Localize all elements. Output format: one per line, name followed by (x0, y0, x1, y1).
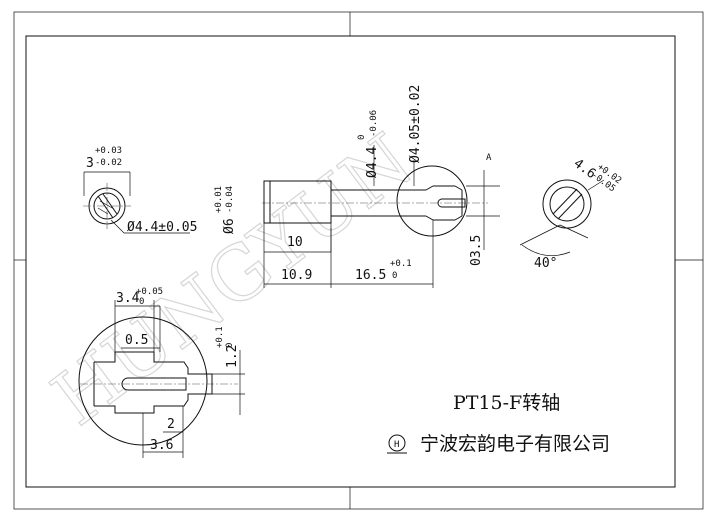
dim-44-neg-lower: -0.06 (369, 110, 379, 137)
logo-letter: H (394, 440, 399, 450)
dim-angle-40: 40° (534, 256, 557, 271)
datum-a: A (486, 153, 492, 163)
shaft-side-view (262, 145, 500, 288)
dim-35: 03.5 (469, 235, 484, 266)
company-name: 宁波宏韵电子有限公司 (420, 433, 610, 455)
det-34-lower: 0 (139, 297, 144, 307)
dim-len-165-upper: +0.1 (390, 259, 412, 269)
dim-len-10: 10 (287, 235, 303, 250)
dim-6-lower: -0.04 (225, 186, 235, 213)
part-title: PT15-F转轴 (453, 392, 560, 414)
dim-6-upper: +0.01 (214, 186, 224, 213)
det-36: 3.6 (150, 438, 173, 453)
detail-view (78, 300, 245, 458)
dim-3-upper: +0.03 (95, 146, 122, 156)
det-34-upper: +0.05 (136, 287, 163, 297)
dim-len-165-lower: 0 (392, 271, 397, 281)
dim-44-neg-base: Ø4.4 (365, 147, 380, 178)
dim-3-lower: -0.02 (95, 158, 122, 168)
det-12-upper: +0.1 (215, 326, 225, 348)
det-12-base: 1.2 (225, 345, 240, 368)
company-logo: H (387, 434, 407, 454)
dim-3-base: 3 (86, 156, 94, 171)
det-34-base: 3.4 (116, 291, 140, 306)
dim-6-base: Ø6 (222, 218, 237, 234)
det-12-lower: 0 (225, 343, 235, 348)
det-05: 0.5 (125, 333, 148, 348)
det-2: 2 (167, 417, 175, 432)
dim-len-109: 10.9 (281, 268, 312, 283)
drawing-frame (13, 11, 704, 510)
dim-44-tol: Ø4.4±0.05 (127, 220, 197, 235)
dim-44-neg-upper: 0 (357, 135, 367, 140)
dim-len-165-base: 16.5 (355, 268, 386, 283)
dim-405: Ø4.05±0.02 (408, 85, 423, 163)
end-view-small (83, 171, 190, 234)
end-view-right (519, 179, 605, 257)
